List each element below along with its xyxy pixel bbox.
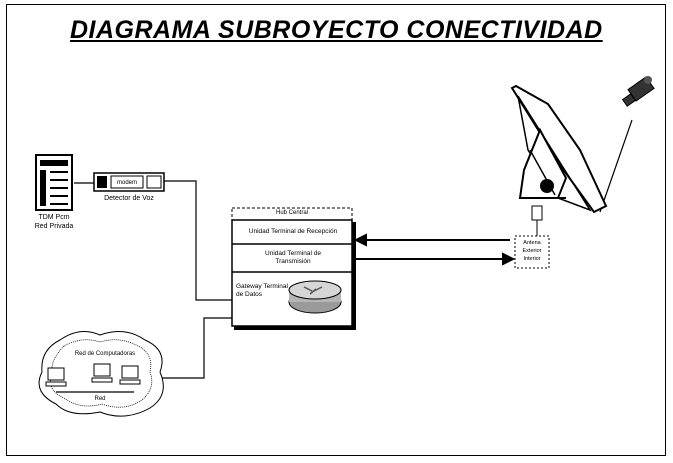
unit-transmit-label-2: Transmisión xyxy=(275,258,311,265)
ground-unit-box xyxy=(514,205,550,269)
unit-transmit-label-1: Unidad Terminal de xyxy=(265,250,321,257)
detector-device-icon xyxy=(93,172,165,192)
hub-central-box xyxy=(231,207,356,330)
detector-module-label: modem xyxy=(116,180,137,186)
satellite-dish-icon xyxy=(510,84,608,214)
hub-header-label: Hub Central xyxy=(275,210,308,216)
ground-label-1: Antena xyxy=(523,240,541,246)
link-dish-camera xyxy=(599,119,633,213)
network-label: Red de Computadoras xyxy=(74,351,136,357)
camera-icon xyxy=(621,76,655,107)
gateway-label-1: Gateway Terminal xyxy=(236,283,288,290)
telephony-label-1: TDM Pcm xyxy=(38,214,70,221)
ground-label-2: Exterior xyxy=(522,248,542,254)
link-hub-ground xyxy=(353,233,516,266)
gateway-label-2: de Datos xyxy=(236,291,263,298)
phone-rack-icon xyxy=(35,154,73,211)
telephony-label-2: Red Privada xyxy=(34,223,74,230)
network-bus-label: Red xyxy=(94,396,106,402)
network-cloud xyxy=(38,330,164,417)
ground-label-3: Interior xyxy=(523,256,541,262)
diagram-title: DIAGRAMA SUBROYECTO CONECTIVIDAD xyxy=(70,16,603,44)
link-network-hub xyxy=(150,317,232,379)
link-detector-hub xyxy=(164,180,232,301)
unit-receive-label: Unidad Terminal de Recepción xyxy=(248,228,338,235)
detector-label: Detector de Voz xyxy=(104,195,154,202)
computer-icon xyxy=(45,363,141,387)
router-icon xyxy=(288,280,342,314)
